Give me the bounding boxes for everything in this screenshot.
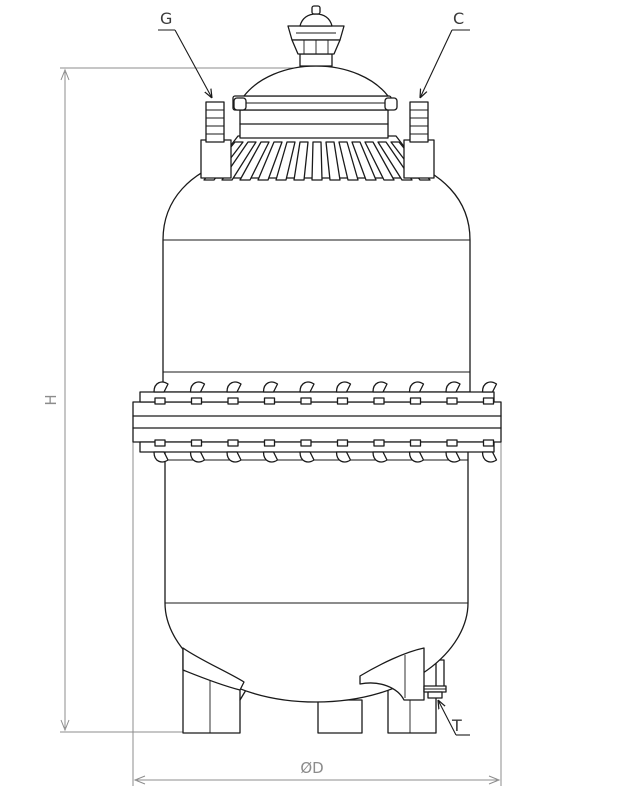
upper-shell bbox=[162, 159, 471, 393]
flange-bolts-bottom bbox=[153, 439, 498, 463]
flange-bolt-top bbox=[372, 381, 388, 405]
shoulder-clamp bbox=[239, 141, 270, 181]
diameter-label: ØD bbox=[300, 759, 323, 777]
height-label: H bbox=[42, 394, 60, 405]
leader-g: G bbox=[158, 9, 212, 98]
flange-bolt-bottom bbox=[189, 439, 206, 463]
flange-bolt-bottom bbox=[408, 439, 425, 463]
shoulder-clamps bbox=[203, 141, 431, 181]
flange-bolt-bottom bbox=[445, 439, 461, 463]
nozzle-g bbox=[205, 101, 225, 143]
label-t: T bbox=[451, 716, 462, 735]
label-g: G bbox=[160, 9, 172, 28]
flange-bolt-top bbox=[408, 381, 425, 405]
label-c: C bbox=[453, 9, 464, 28]
flange-bolts-top bbox=[153, 381, 498, 405]
flange-bolt-top bbox=[226, 381, 242, 405]
flange-bolt-bottom bbox=[153, 439, 169, 463]
flange-bolt-top bbox=[445, 381, 461, 405]
shoulder-clamp bbox=[351, 141, 377, 181]
leader-t: T bbox=[438, 700, 470, 736]
flange-bolt-bottom bbox=[335, 439, 352, 463]
height-dimension: H bbox=[42, 67, 300, 733]
nozzle-c bbox=[409, 101, 429, 143]
flange-bolt-top bbox=[335, 381, 352, 405]
flange-bolt-bottom bbox=[262, 439, 279, 463]
shoulder-clamp-ring bbox=[200, 135, 435, 181]
drain-nozzle bbox=[423, 685, 447, 699]
flange-bolt-bottom bbox=[481, 439, 498, 463]
leg-brackets bbox=[182, 647, 425, 701]
flange-bolt-top bbox=[189, 381, 206, 405]
flange-bolt-bottom bbox=[226, 439, 242, 463]
flange-bolt-top bbox=[299, 381, 315, 405]
flange-bolt-top bbox=[481, 381, 498, 405]
lower-shell bbox=[164, 431, 469, 703]
shoulder-clamp bbox=[257, 141, 283, 181]
top-head bbox=[232, 5, 398, 139]
flange-bolt-top bbox=[262, 381, 279, 405]
shoulder-clamp bbox=[325, 141, 341, 181]
flange-bolt-bottom bbox=[372, 439, 388, 463]
shoulder-clamp bbox=[338, 141, 359, 181]
leader-c: C bbox=[420, 9, 470, 98]
shoulder-clamp bbox=[364, 141, 395, 181]
body-flange bbox=[132, 381, 502, 463]
shoulder-clamp bbox=[293, 141, 309, 181]
diameter-dimension: ØD bbox=[132, 440, 502, 786]
flange-bolt-top bbox=[153, 381, 169, 405]
shoulder-clamp bbox=[275, 141, 296, 181]
shoulder-clamp bbox=[311, 141, 323, 181]
flange-bolt-bottom bbox=[299, 439, 315, 463]
